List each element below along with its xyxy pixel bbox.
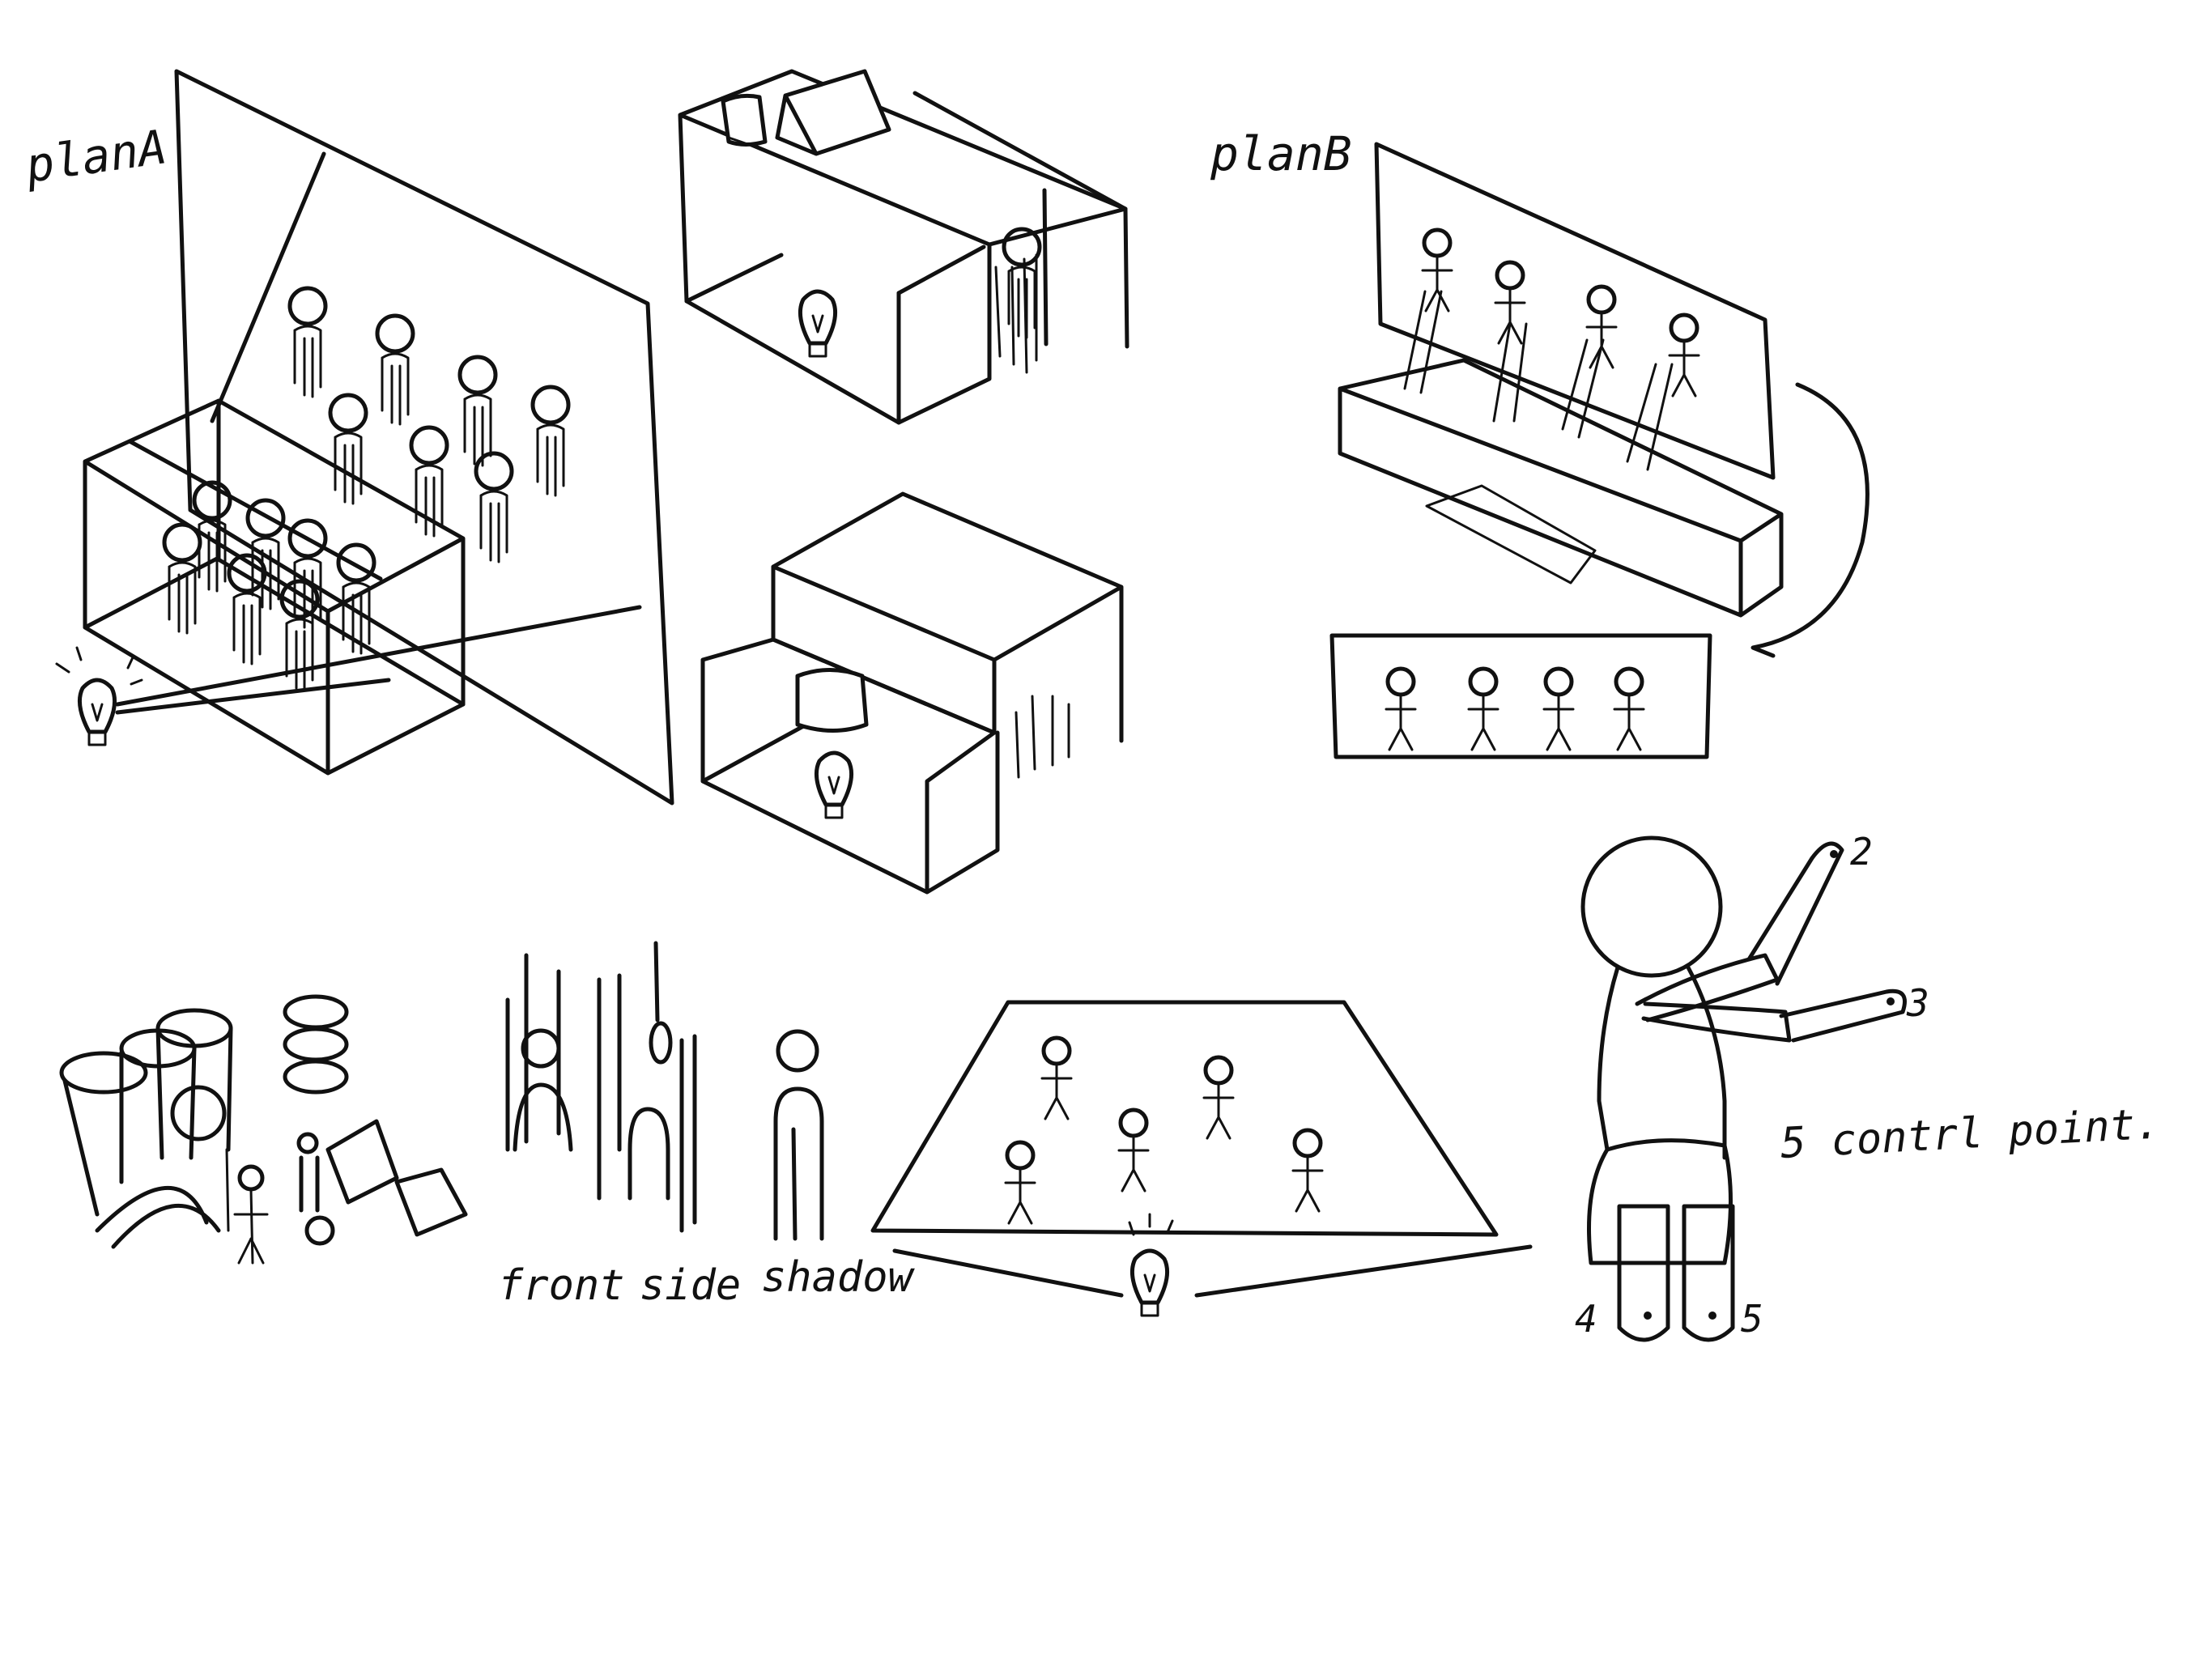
control-point-number-5: 5: [1741, 1297, 1763, 1341]
shadow-label: shadow: [761, 1253, 916, 1302]
control-point-figure: 2 3 4 5 5 contrl point.: [1575, 830, 2162, 1342]
plan-b-screen: [1374, 142, 1776, 480]
control-point-number-2: 2: [1850, 830, 1873, 874]
table-screen-sketch: [870, 1000, 1533, 1316]
plan-b-label: planB: [1210, 126, 1352, 181]
plan-b-base: [1338, 358, 1784, 618]
side-label: side: [640, 1261, 741, 1310]
control-points-label: 5 contrl point.: [1780, 1099, 2162, 1167]
plan-a-light-bulb-icon: [79, 680, 114, 745]
plan-b-front-view: [1329, 633, 1712, 759]
front-label: front: [498, 1261, 625, 1310]
plan-b-figures: [1423, 230, 1699, 396]
middle-top-bulb-icon: [800, 291, 835, 356]
puppet-parts-sketch: [59, 994, 468, 1265]
plan-a-sketch: planA: [21, 69, 674, 806]
plan-b-arrow: [1750, 382, 1870, 658]
plan-a-screen: [174, 69, 674, 806]
plan-a-box: [83, 398, 466, 776]
control-point-number-3: 3: [1906, 981, 1929, 1025]
middle-bottom-sketch: [700, 491, 1124, 895]
plan-b-sketch: planB: [1210, 126, 1870, 759]
table-bulb-icon: [1132, 1251, 1167, 1316]
control-point-number-4: 4: [1575, 1297, 1597, 1341]
middle-top-sketch: [678, 69, 1129, 425]
puppet-head: [1580, 835, 1723, 978]
middle-bottom-bulb-icon: [816, 753, 851, 818]
view-comparison-sketch: front side shadow: [498, 941, 916, 1310]
plan-a-label: planA: [21, 119, 169, 193]
